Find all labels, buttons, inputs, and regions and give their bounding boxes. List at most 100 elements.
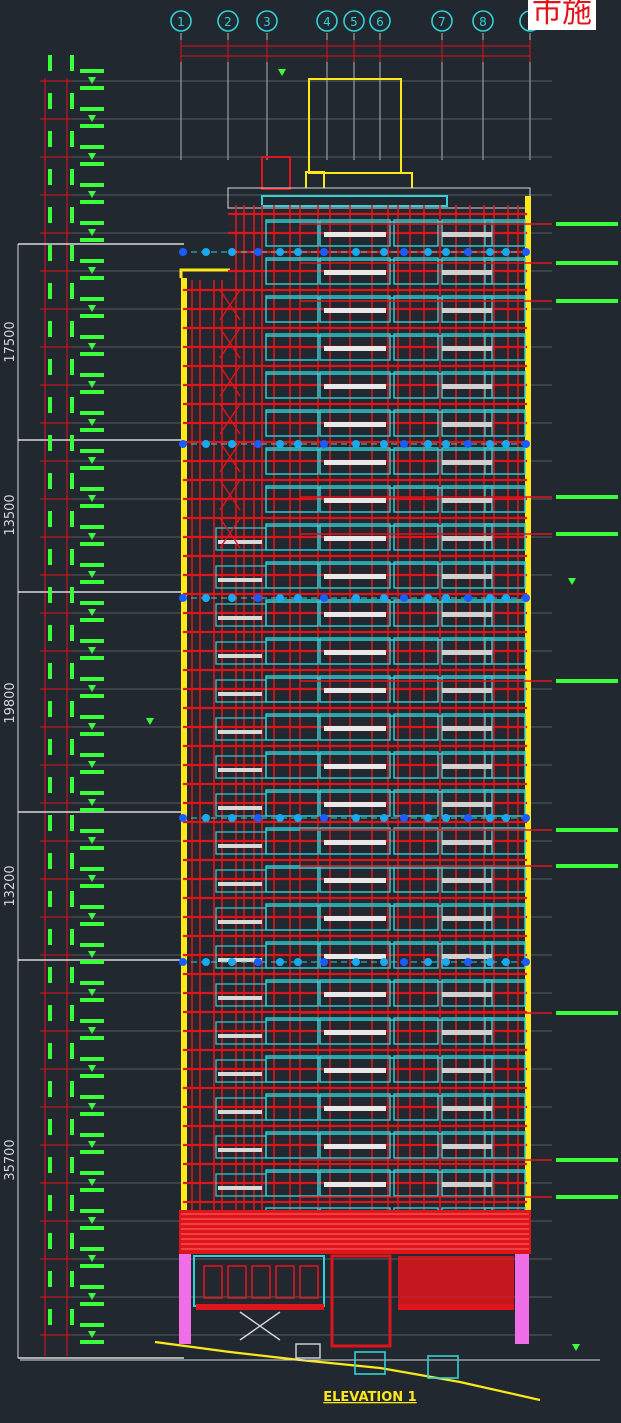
level-marker-icon — [278, 69, 286, 76]
level-annotation — [80, 943, 104, 947]
balcony-rail — [442, 498, 492, 503]
level-annotation — [80, 259, 104, 263]
level-annotation — [80, 829, 104, 833]
glazing-module — [215, 869, 267, 893]
structural-node — [276, 594, 284, 602]
balcony-rail — [442, 878, 492, 883]
structural-node — [202, 958, 210, 966]
balcony-rail — [324, 802, 386, 807]
structural-node — [352, 814, 360, 822]
dimension-annotation — [70, 549, 74, 565]
dimension-annotation — [70, 1157, 74, 1173]
structural-node — [320, 248, 328, 256]
dimension-annotation — [70, 1081, 74, 1097]
level-marker-icon — [88, 1179, 96, 1186]
glazing-module — [215, 603, 267, 627]
leader-tag — [556, 222, 618, 226]
dimension-annotation — [48, 397, 52, 413]
level-marker-icon — [88, 1027, 96, 1034]
balcony-rail — [324, 384, 386, 389]
structural-node — [400, 248, 408, 256]
dimension-annotation — [48, 967, 52, 983]
glazing-module — [393, 295, 439, 323]
structural-node — [486, 814, 494, 822]
structural-node — [522, 440, 530, 448]
ground-line — [154, 1340, 541, 1402]
tower-edge-left — [181, 278, 187, 1210]
balcony-rail — [324, 764, 386, 769]
level-marker-icon — [572, 1344, 580, 1351]
level-annotation — [80, 145, 104, 149]
grid-bubble-icon — [316, 10, 338, 32]
dimension-annotation — [48, 321, 52, 337]
ground-line — [20, 1340, 600, 1402]
level-annotation — [80, 352, 104, 356]
balcony-rail — [218, 844, 262, 848]
cross-bracing — [219, 517, 241, 549]
dimension-annotation — [70, 777, 74, 793]
level-annotation — [80, 905, 104, 909]
structural-node — [294, 248, 302, 256]
glazing-module — [265, 371, 319, 399]
balcony-rail — [442, 726, 492, 731]
structural-node — [294, 440, 302, 448]
balcony-rail — [324, 536, 386, 541]
balcony-rail — [324, 1144, 386, 1149]
glazing-module — [319, 409, 391, 437]
dimension-annotation — [70, 93, 74, 109]
level-annotation — [80, 715, 104, 719]
cross-bracing — [219, 365, 241, 397]
dimension-annotation — [48, 929, 52, 945]
dimension-annotation — [70, 397, 74, 413]
dimension-annotation — [48, 1119, 52, 1135]
ground-feature — [295, 1343, 321, 1359]
dimension-annotation — [70, 891, 74, 907]
dimension-annotation — [70, 1271, 74, 1287]
structural-node — [380, 594, 388, 602]
level-marker-icon — [88, 267, 96, 274]
glazing-module — [215, 1135, 267, 1159]
balcony-rail — [324, 574, 386, 579]
structural-node — [442, 958, 450, 966]
level-annotation — [80, 1171, 104, 1175]
level-marker-icon — [88, 495, 96, 502]
balcony-rail — [442, 232, 492, 237]
glazing-module — [393, 1169, 439, 1197]
roof-parapet — [261, 195, 448, 207]
dimension-annotation — [70, 283, 74, 299]
level-annotation — [80, 276, 104, 280]
level-annotation — [80, 960, 104, 964]
structural-node — [202, 594, 210, 602]
podium-bracing — [239, 1311, 281, 1341]
height-dim-4: 13200 — [3, 865, 18, 906]
structural-node — [522, 248, 530, 256]
cross-bracing — [219, 327, 241, 359]
glazing-module — [319, 903, 391, 931]
structural-node — [424, 440, 432, 448]
leader-tag — [556, 1011, 618, 1015]
podium-window — [251, 1265, 271, 1299]
glazing-module — [215, 793, 267, 817]
leader-tag — [556, 1158, 618, 1162]
balcony-rail — [324, 422, 386, 427]
height-dim-3: 19800 — [3, 682, 18, 723]
level-annotation — [80, 1302, 104, 1306]
balcony-rail — [218, 616, 262, 620]
grid-label-4: 4 — [323, 15, 331, 29]
glazing-module — [393, 1055, 439, 1083]
structural-node — [380, 814, 388, 822]
level-annotation — [80, 1150, 104, 1154]
glazing-module — [319, 333, 391, 361]
dimension-annotation — [48, 891, 52, 907]
grid-bubble-icon — [472, 10, 494, 32]
grid-bubble-icon — [170, 10, 192, 32]
dimension-annotation — [70, 853, 74, 869]
balcony-rail — [324, 1106, 386, 1111]
balcony-rail — [442, 916, 492, 921]
balcony-rail — [324, 1182, 386, 1187]
leader-tag — [556, 864, 618, 868]
glazing-module — [215, 527, 267, 551]
grid-label-5: 5 — [350, 15, 358, 29]
grid-label-6: 6 — [376, 15, 384, 29]
structural-node — [179, 814, 187, 822]
